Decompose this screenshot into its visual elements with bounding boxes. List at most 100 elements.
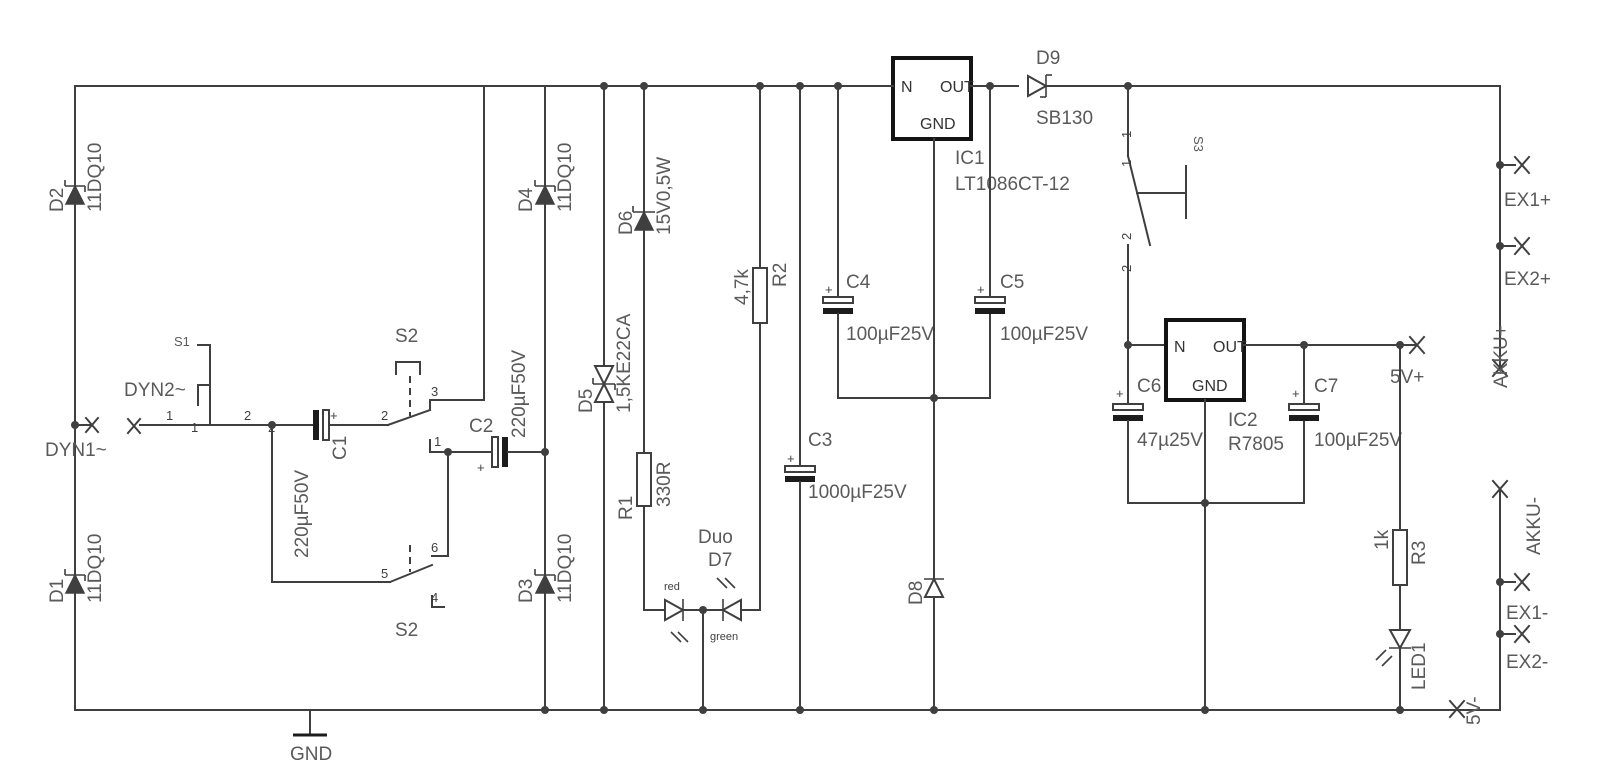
- ic1-in: N: [901, 79, 913, 96]
- c6-value: 47µ25V: [1137, 430, 1203, 451]
- c6-plus: +: [1116, 386, 1124, 401]
- s2a-label: S2: [395, 326, 418, 347]
- top-rail: [74, 85, 1501, 369]
- d7-green: green: [710, 631, 738, 643]
- s2b-wire: [271, 424, 391, 583]
- d4-ref: D4: [516, 187, 537, 212]
- r2-ref: R2: [770, 263, 791, 287]
- led-d7: [664, 577, 742, 643]
- d9-value: SB130: [1036, 108, 1093, 129]
- switch-s3: [1124, 82, 1187, 346]
- c2-ref: C2: [469, 416, 493, 437]
- ic2-gnd: GND: [1192, 378, 1228, 395]
- diode-d1: [64, 569, 86, 594]
- d2-value: 11DQ10: [85, 143, 106, 212]
- regulator-ic2: [1124, 318, 1404, 714]
- diode-d5: [592, 365, 616, 403]
- capacitor-c5: [974, 85, 1006, 314]
- d7-red: red: [664, 581, 680, 593]
- c7-plus: +: [1292, 386, 1300, 401]
- right-connectors: [1491, 155, 1531, 644]
- c1-plus: +: [330, 408, 338, 423]
- d6-ref: D6: [616, 211, 637, 235]
- d5-ref: D5: [576, 389, 597, 413]
- diode-d9: [1027, 74, 1052, 98]
- s3-label: S3: [1191, 136, 1206, 152]
- c5-plus: +: [977, 282, 985, 297]
- ic2-value: R7805: [1228, 434, 1284, 455]
- d6-r1-branch: [640, 82, 764, 714]
- diode-d6: [632, 206, 655, 231]
- d3-value: 11DQ10: [555, 534, 576, 603]
- s2a-pin1: 1: [434, 434, 441, 449]
- s2a-pin2: 2: [381, 408, 388, 423]
- r1-ref: R1: [616, 496, 637, 520]
- s2b-pin4: 4: [431, 590, 438, 605]
- v5p-label: 5V+: [1390, 367, 1424, 388]
- ic1-ref: IC1: [955, 148, 985, 169]
- s1-pin1: 1: [166, 408, 173, 423]
- ic2-ref: IC2: [1228, 410, 1258, 431]
- regulator-ic1: [883, 56, 994, 714]
- s3-pin2: 2: [1119, 233, 1134, 240]
- ex2m-label: EX2-: [1506, 652, 1548, 673]
- c4-ref: C4: [846, 272, 871, 293]
- diode-d3: [534, 569, 556, 594]
- d1-ref: D1: [47, 579, 68, 603]
- c3-plus: +: [787, 451, 795, 466]
- c2-plus: +: [477, 460, 485, 475]
- diode-d2: [64, 180, 86, 205]
- resistor-r1: [636, 452, 652, 507]
- r3-value: 1k: [1372, 529, 1393, 550]
- d9-ref: D9: [1036, 48, 1060, 69]
- c3-ref: C3: [808, 430, 832, 451]
- ic1-gnd: GND: [920, 116, 956, 133]
- d2-ref: D2: [47, 188, 68, 212]
- gnd-label: GND: [290, 744, 332, 765]
- switch-s2a: [386, 85, 493, 456]
- s2b-pin6: 6: [431, 540, 438, 555]
- led1-ref: LED1: [1409, 642, 1430, 690]
- diode-d4: [534, 180, 556, 205]
- capacitor-c6: [1112, 344, 1305, 504]
- capacitor-c7: [1288, 344, 1320, 421]
- s3-pin2b: 2: [1119, 265, 1134, 272]
- s3-pin1b: 1: [1119, 160, 1134, 167]
- v5m-label: 5V-: [1464, 696, 1485, 725]
- s1-label: S1: [174, 334, 190, 349]
- d6-value: 15V0,5W: [654, 157, 675, 235]
- capacitor-c4: [822, 82, 991, 402]
- ic1-out: OUT: [940, 79, 974, 96]
- dyn1-label: DYN1~: [45, 440, 107, 461]
- d5-value: 1,5KE22CA: [614, 313, 635, 413]
- r2-value: 4,7k: [732, 269, 753, 305]
- ic2-in: N: [1174, 339, 1186, 356]
- c3-value: 1000µF25V: [808, 482, 907, 503]
- s1-pin2: 2: [244, 408, 251, 423]
- capacitor-c3: [784, 82, 816, 714]
- switch-s2b: [388, 451, 449, 608]
- s2b-label: S2: [395, 620, 418, 641]
- c5-value: 100µF25V: [1000, 324, 1088, 345]
- ic2-out: OUT: [1213, 339, 1247, 356]
- bottom-rail: [74, 489, 1501, 737]
- v5m-connector: [1448, 699, 1466, 719]
- s2b-pin5: 5: [381, 566, 388, 581]
- capacitor-c2: [491, 436, 549, 468]
- d3-ref: D3: [516, 579, 537, 603]
- c7-value: 100µF25V: [1314, 430, 1402, 451]
- d4-value: 11DQ10: [555, 143, 576, 212]
- ex2p-label: EX2+: [1504, 269, 1551, 290]
- capacitor-c1: [313, 409, 389, 441]
- c4-value: 100µF25V: [846, 324, 934, 345]
- c1-value: 220µF50V: [292, 470, 313, 558]
- s1-pin1b: 1: [191, 420, 198, 435]
- dyn2-label: DYN2~: [124, 380, 186, 401]
- c7-ref: C7: [1314, 376, 1338, 397]
- ex1p-label: EX1+: [1504, 190, 1551, 211]
- d1-value: 11DQ10: [85, 534, 106, 603]
- c1-ref: C1: [330, 436, 351, 460]
- ic1-value: LT1086CT-12: [955, 174, 1070, 195]
- r3-ref: R3: [1409, 541, 1430, 565]
- d7-ref: D7: [708, 550, 732, 571]
